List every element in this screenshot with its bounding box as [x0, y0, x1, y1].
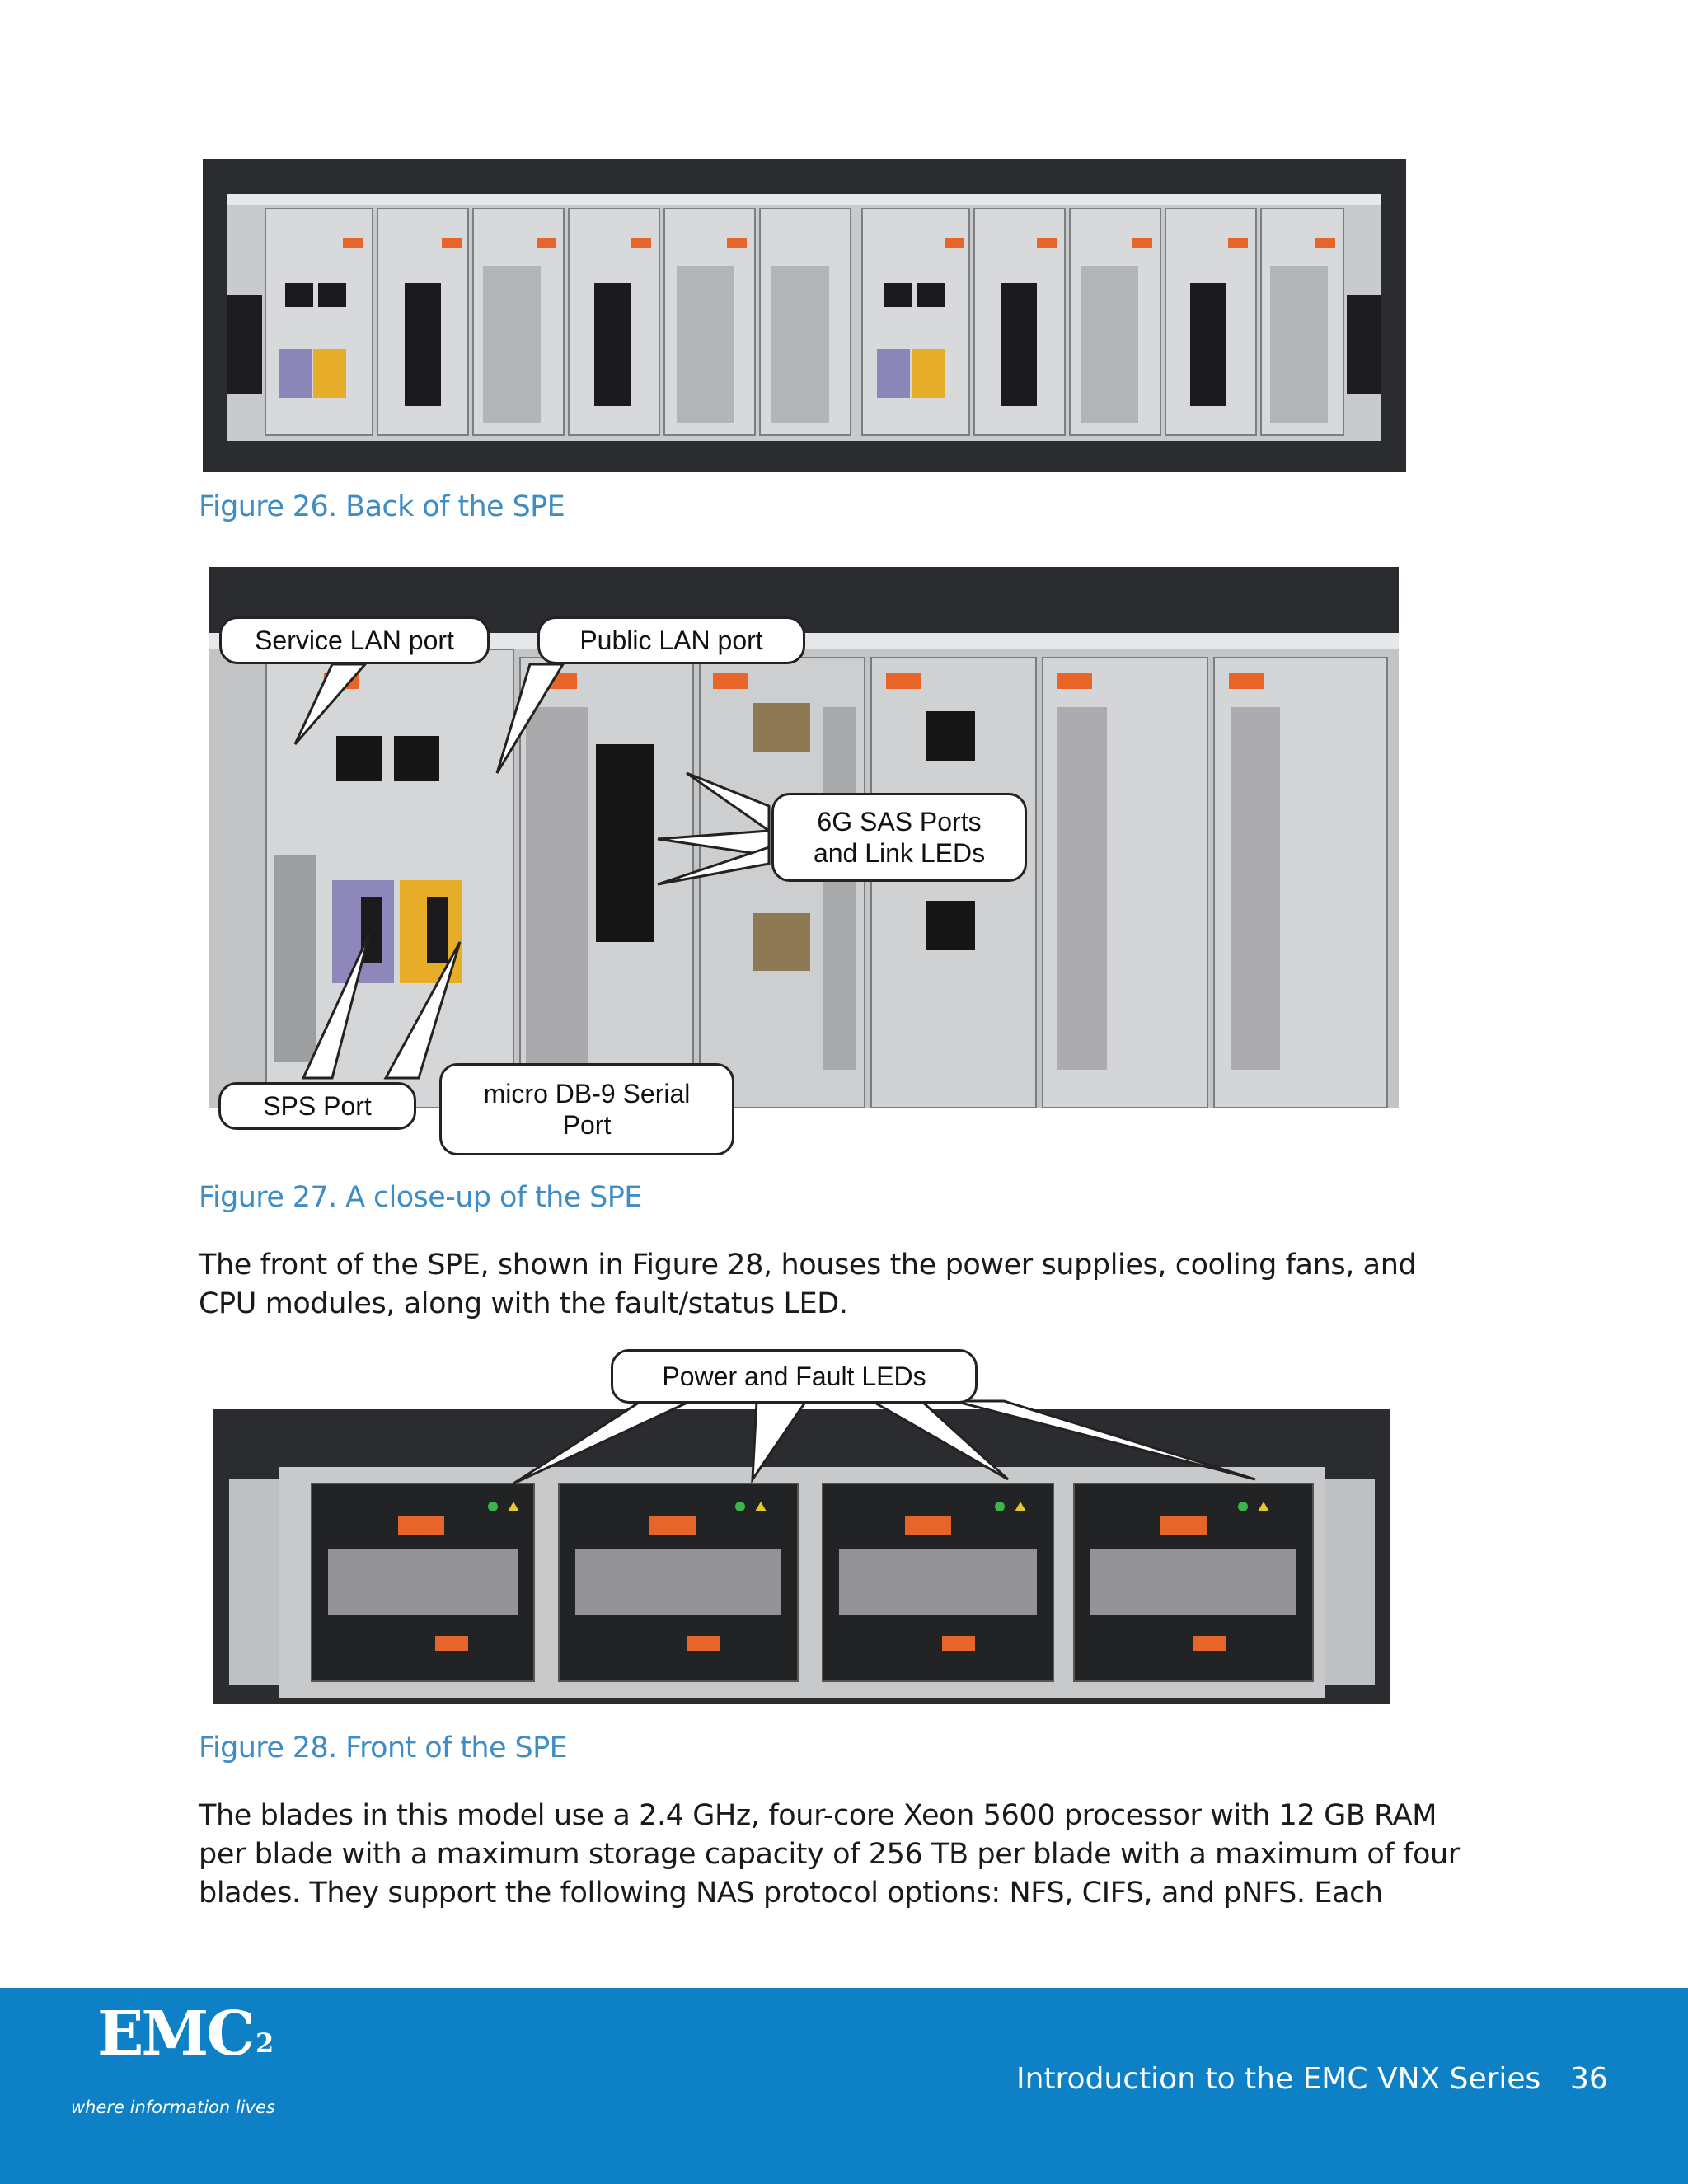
callout-serial-port-line2: Port	[562, 1110, 612, 1140]
callout-public-lan-port: Public LAN port	[537, 616, 805, 664]
page-footer	[0, 1988, 1688, 2184]
callout-serial-port: micro DB-9 Serial Port	[439, 1063, 734, 1155]
callout-serial-port-line1: micro DB-9 Serial	[483, 1079, 691, 1108]
emc-logo-superscript: 2	[256, 2027, 274, 2059]
figure-28-photo	[213, 1409, 1390, 1704]
paragraph-front-spe: The front of the SPE, shown in Figure 28…	[199, 1246, 1484, 1324]
figure-26-photo	[203, 159, 1406, 472]
callout-public-lan-port-text: Public LAN port	[579, 626, 763, 655]
callout-service-lan-port-text: Service LAN port	[255, 626, 454, 655]
page-number: 36	[1570, 2062, 1608, 2096]
callout-sas-ports-line1: 6G SAS Ports	[817, 807, 982, 837]
callout-sps-port: SPS Port	[218, 1082, 416, 1130]
callout-sps-port-text: SPS Port	[263, 1091, 372, 1121]
paragraph-front-spe-line1: The front of the SPE, shown in Figure 28…	[199, 1249, 1417, 1282]
callout-service-lan-port: Service LAN port	[219, 616, 490, 664]
paragraph-blades: The blades in this model use a 2.4 GHz, …	[199, 1797, 1484, 1913]
figure-28-caption: Figure 28. Front of the SPE	[199, 1732, 568, 1765]
emc-logo: EMC	[97, 1999, 255, 2069]
paragraph-front-spe-line2: CPU modules, along with the fault/status…	[199, 1287, 848, 1320]
paragraph-blades-line3: blades. They support the following NAS p…	[199, 1877, 1383, 1910]
callout-power-fault-leds-text: Power and Fault LEDs	[662, 1361, 926, 1391]
emc-logo-tagline: where information lives	[71, 2097, 275, 2117]
footer-document-title: Introduction to the EMC VNX Series	[1016, 2062, 1541, 2096]
callout-sas-ports-line2: and Link LEDs	[813, 838, 986, 868]
callout-power-fault-leds: Power and Fault LEDs	[611, 1349, 978, 1404]
paragraph-blades-line2: per blade with a maximum storage capacit…	[199, 1838, 1460, 1871]
figure-27-callout-pointers	[293, 663, 771, 1080]
figure-26-caption: Figure 26. Back of the SPE	[199, 490, 565, 523]
callout-sas-ports: 6G SAS Ports and Link LEDs	[771, 793, 1027, 882]
figure-27-caption: Figure 27. A close-up of the SPE	[199, 1181, 642, 1214]
paragraph-blades-line1: The blades in this model use a 2.4 GHz, …	[199, 1799, 1437, 1832]
